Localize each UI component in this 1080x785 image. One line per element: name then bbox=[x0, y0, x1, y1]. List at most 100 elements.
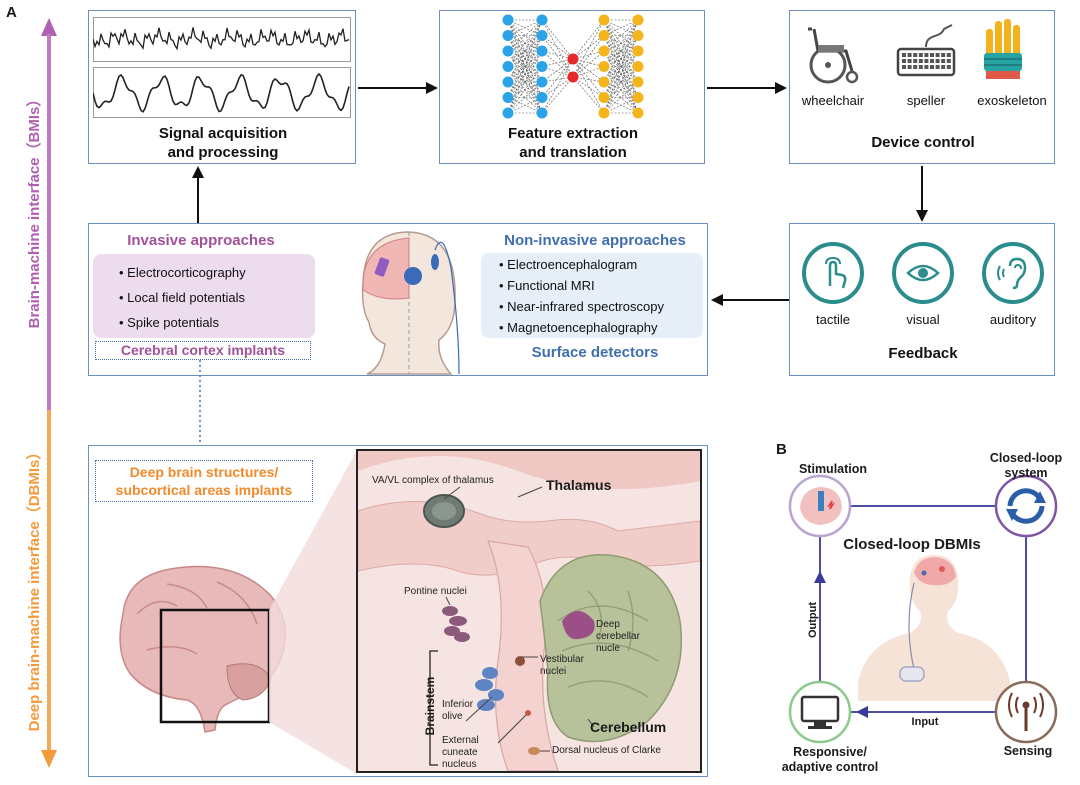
invasive-list-bg bbox=[93, 254, 315, 338]
label-vestibular-line1: Vestibular bbox=[540, 654, 584, 665]
label-deep-cerebellar-line2: cerebellar bbox=[596, 631, 640, 642]
feedback-label-tactile: tactile bbox=[816, 312, 850, 327]
signal-acquisition-box: Signal acquisition and processing bbox=[88, 10, 356, 164]
arrow-approaches-to-signal bbox=[192, 166, 204, 224]
nn-connection bbox=[507, 50, 543, 114]
noninvasive-list-bg bbox=[481, 253, 703, 338]
sagittal-brain-illustration bbox=[119, 565, 286, 733]
keyboard-icon bbox=[896, 24, 956, 77]
feedback-box: tactile visual auditory Feedback bbox=[789, 223, 1055, 376]
nn-connection bbox=[603, 50, 639, 83]
noninvasive-list: • Electroencephalogram • Functional MRI … bbox=[499, 254, 664, 338]
invasive-title: Invasive approaches bbox=[127, 232, 275, 249]
nn-connection bbox=[572, 76, 605, 98]
closed-loop-system-line1: Closed-loop bbox=[989, 451, 1063, 465]
nn-connection bbox=[603, 97, 639, 114]
panel-b-label: B bbox=[776, 441, 787, 458]
sensing-label: Sensing bbox=[1003, 744, 1053, 758]
label-dorsal-nucleus-clarke: Dorsal nucleus of Clarke bbox=[552, 745, 661, 756]
label-external-cuneate-line1: External bbox=[442, 735, 479, 746]
invasive-item-lfp: • Local field potentials bbox=[119, 290, 245, 305]
nn-node bbox=[632, 92, 644, 103]
key bbox=[941, 53, 946, 57]
nn-node bbox=[502, 92, 514, 103]
exoskeleton-hand-icon bbox=[984, 19, 1022, 79]
label-vestibular-line2: nuclei bbox=[540, 666, 567, 677]
label-pontine-nuclei: Pontine nuclei bbox=[404, 586, 467, 597]
nn-connection bbox=[541, 19, 574, 78]
key bbox=[902, 59, 906, 63]
key bbox=[913, 59, 918, 63]
label-brainstem: Brainstem bbox=[423, 676, 437, 736]
nn-node bbox=[536, 92, 548, 103]
output-label: Output bbox=[807, 601, 819, 639]
key bbox=[918, 59, 923, 63]
nn-node bbox=[598, 76, 610, 88]
nn-connection bbox=[572, 58, 605, 83]
label-inferior-olive-line2: olive bbox=[442, 711, 463, 722]
key bbox=[918, 53, 923, 57]
zoomed-brainstem-panel: VA/VL complex of thalamus Thalamus Ponti… bbox=[356, 449, 702, 773]
nn-connection bbox=[603, 81, 639, 114]
label-external-cuneate: External cuneate nucleus bbox=[442, 735, 479, 771]
output-arrow-head bbox=[814, 571, 826, 583]
deep-implants-line2: subcortical areas implants bbox=[115, 482, 293, 498]
label-deep-cerebellar-line3: nucle bbox=[596, 643, 620, 654]
nn-node bbox=[632, 30, 644, 41]
nn-connection bbox=[507, 19, 543, 52]
label-vavl: VA/VL complex of thalamus bbox=[372, 475, 494, 486]
bmi-axis-label: Brain-machine interface（BMIs） bbox=[26, 91, 43, 329]
arrow-signal-to-feature bbox=[358, 82, 438, 94]
eeg-trace-fast bbox=[93, 27, 350, 51]
nn-connection bbox=[507, 19, 543, 98]
key bbox=[918, 65, 923, 69]
feature-caption-line1: Feature extraction bbox=[507, 125, 639, 142]
nn-node bbox=[598, 30, 610, 41]
nn-connection bbox=[507, 50, 543, 83]
input-label: Input bbox=[911, 716, 939, 728]
feature-caption-line2: and translation bbox=[519, 144, 627, 161]
pontine-nuclei-shape bbox=[442, 606, 470, 642]
input-arrow-head bbox=[856, 706, 868, 718]
nn-node bbox=[536, 14, 548, 26]
key bbox=[907, 65, 912, 69]
dbmi-axis-label: Deep brain-machine interface（DBMIs） bbox=[26, 444, 43, 732]
nn-connection bbox=[507, 19, 543, 114]
nn-node bbox=[536, 76, 548, 88]
nn-connection bbox=[541, 58, 574, 98]
nn-connection bbox=[603, 19, 639, 98]
hand-tap-icon bbox=[825, 256, 847, 289]
surface-detectors-label: Surface detectors bbox=[531, 344, 659, 361]
cerebral-cortex-implants-label: Cerebral cortex implants bbox=[95, 341, 311, 360]
nn-node bbox=[598, 14, 610, 26]
feedback-label-auditory: auditory bbox=[989, 312, 1037, 327]
nn-connection bbox=[507, 35, 543, 67]
nn-connection bbox=[572, 35, 605, 60]
nn-node bbox=[536, 107, 548, 119]
signal-caption: Signal acquisition and processing bbox=[89, 124, 357, 162]
nn-node bbox=[598, 45, 610, 57]
key bbox=[935, 65, 940, 69]
signal-caption-line2: and processing bbox=[167, 144, 279, 161]
key bbox=[935, 59, 940, 63]
key bbox=[907, 53, 912, 57]
neural-network-diagram bbox=[502, 14, 644, 119]
device-label-exoskeleton: exoskeleton bbox=[977, 93, 1047, 108]
head-illustration bbox=[361, 231, 460, 375]
nn-connection bbox=[507, 19, 543, 83]
nn-connection bbox=[603, 19, 639, 83]
nn-connection bbox=[507, 19, 543, 52]
axis-arrow bbox=[41, 18, 57, 768]
key bbox=[946, 65, 951, 69]
nn-connection bbox=[507, 81, 543, 114]
feedback-label-visual: visual bbox=[906, 312, 940, 327]
device-caption: Device control bbox=[871, 134, 975, 151]
nn-connection bbox=[541, 35, 574, 60]
noninvasive-item-eeg: • Electroencephalogram bbox=[499, 257, 638, 272]
nn-node bbox=[567, 53, 579, 65]
key bbox=[902, 53, 906, 57]
key bbox=[913, 53, 918, 57]
arrow-feature-to-device bbox=[707, 82, 787, 94]
nn-node bbox=[502, 61, 514, 72]
key bbox=[946, 53, 951, 57]
